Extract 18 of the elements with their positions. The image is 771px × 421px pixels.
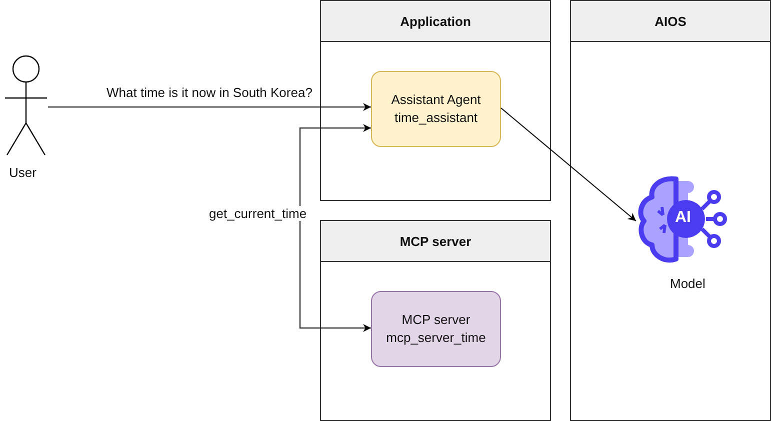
icon-caption: AI	[675, 209, 691, 227]
box-text: Assistant Agent time_assistant	[390, 91, 482, 127]
panel-header: Application	[321, 1, 550, 42]
arrow	[48, 103, 372, 111]
container-panel	[320, 220, 551, 421]
edge-label: get_current_time	[208, 206, 308, 220]
arrow	[500, 108, 636, 222]
component-box	[371, 291, 501, 367]
model-label: Model	[670, 276, 706, 291]
container-panel	[570, 0, 771, 421]
arrow	[300, 124, 372, 332]
component-box	[371, 71, 501, 147]
panel-header: MCP server	[321, 221, 550, 262]
container-panel	[320, 0, 551, 201]
box-text: MCP server mcp_server_time	[385, 311, 487, 347]
panel-header: AIOS	[571, 1, 770, 42]
actor-label: User	[9, 165, 36, 180]
edge-label: What time is it now in South Korea?	[106, 84, 314, 100]
